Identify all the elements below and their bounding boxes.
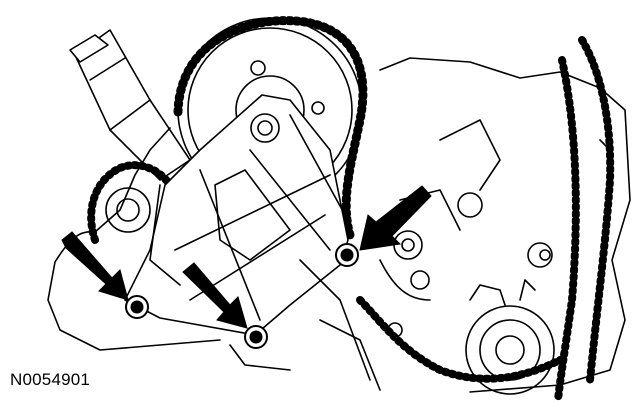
callout-arrow (182, 262, 248, 329)
figure-id-label: N0054901 (10, 370, 91, 389)
callout-arrow (359, 185, 432, 251)
engine-detail-lines (229, 119, 611, 391)
timing-chain-lower (356, 296, 564, 383)
crankshaft-sprocket (465, 279, 555, 395)
timing-chain-left (87, 161, 174, 244)
callout-arrow (61, 231, 129, 301)
timing-chain-guide-bracket (124, 94, 349, 336)
bolt (125, 295, 149, 319)
chain-tensioner (69, 29, 191, 181)
bolt (244, 325, 268, 349)
engine-block-outline (47, 57, 631, 393)
timing-chain-right (578, 36, 615, 384)
bolt (335, 243, 359, 267)
left-gear (105, 187, 151, 233)
